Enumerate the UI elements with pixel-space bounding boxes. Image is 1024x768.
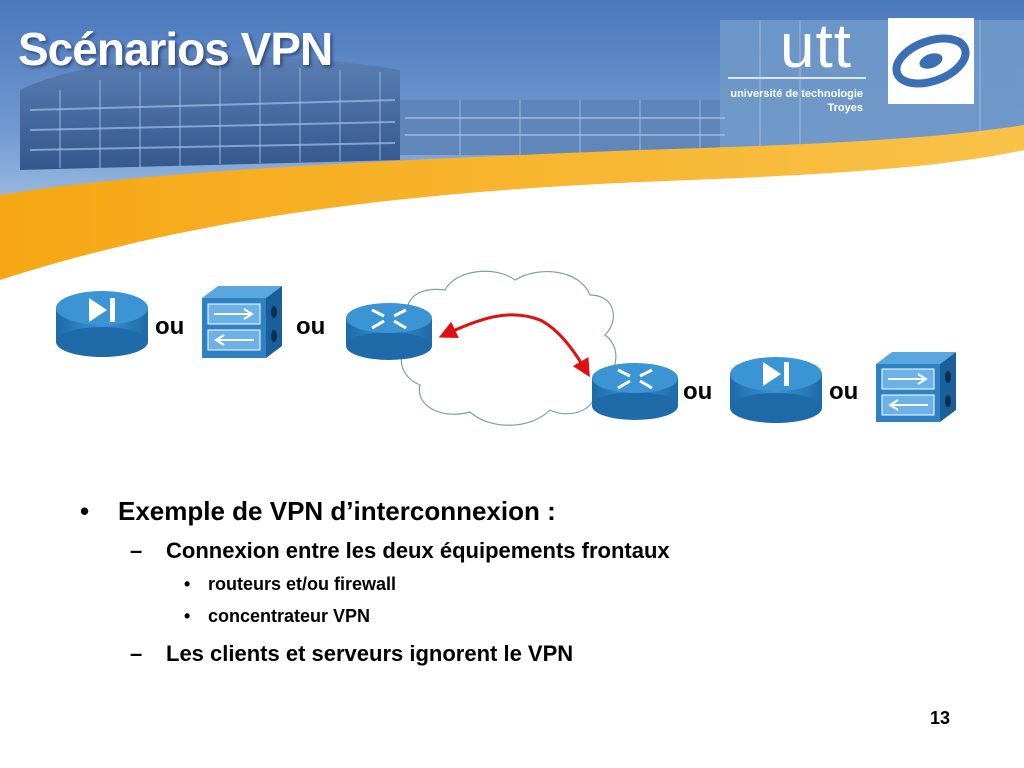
header-banner — [0, 0, 1024, 300]
orange-swoosh — [0, 125, 1024, 280]
vpn-concentrator-icon-left — [56, 291, 148, 357]
dash-marker: – — [130, 641, 143, 666]
page-number: 13 — [930, 708, 951, 728]
logo-line1: université de technologie — [730, 88, 863, 100]
dash-marker: – — [130, 538, 143, 563]
firewall-icon-right — [876, 352, 956, 422]
router-icon-left — [346, 303, 432, 360]
bullet-text: Les clients et serveurs ignorent le VPN — [166, 641, 574, 666]
separator-ou-2: ou — [296, 313, 326, 340]
router-icon-right — [592, 363, 678, 420]
internet-cloud — [400, 270, 617, 426]
vpn-concentrator-icon-right — [730, 357, 822, 423]
bullet-text: routeurs et/ou firewall — [208, 574, 397, 594]
vpn-tunnel-arrow — [438, 313, 590, 378]
slide-title: Scénarios VPN — [18, 23, 333, 75]
logo-word: utt — [780, 12, 852, 81]
separator-ou-1: ou — [155, 313, 185, 340]
bullet-text: Exemple de VPN d’interconnexion : — [118, 496, 556, 526]
utt-logo-mark — [888, 18, 974, 104]
slide-header: Scénarios VPN utt université de technolo… — [0, 0, 1024, 300]
bullet-marker: • — [80, 496, 90, 526]
separator-ou-3: ou — [683, 378, 713, 405]
firewall-icon-left — [202, 286, 282, 358]
bullet-text: concentrateur VPN — [208, 606, 371, 626]
bullet-marker: • — [184, 606, 191, 626]
bullet-marker: • — [184, 574, 191, 594]
bullet-text: Connexion entre les deux équipements fro… — [166, 538, 670, 563]
separator-ou-4: ou — [829, 378, 859, 405]
logo-line2: Troyes — [827, 102, 863, 114]
